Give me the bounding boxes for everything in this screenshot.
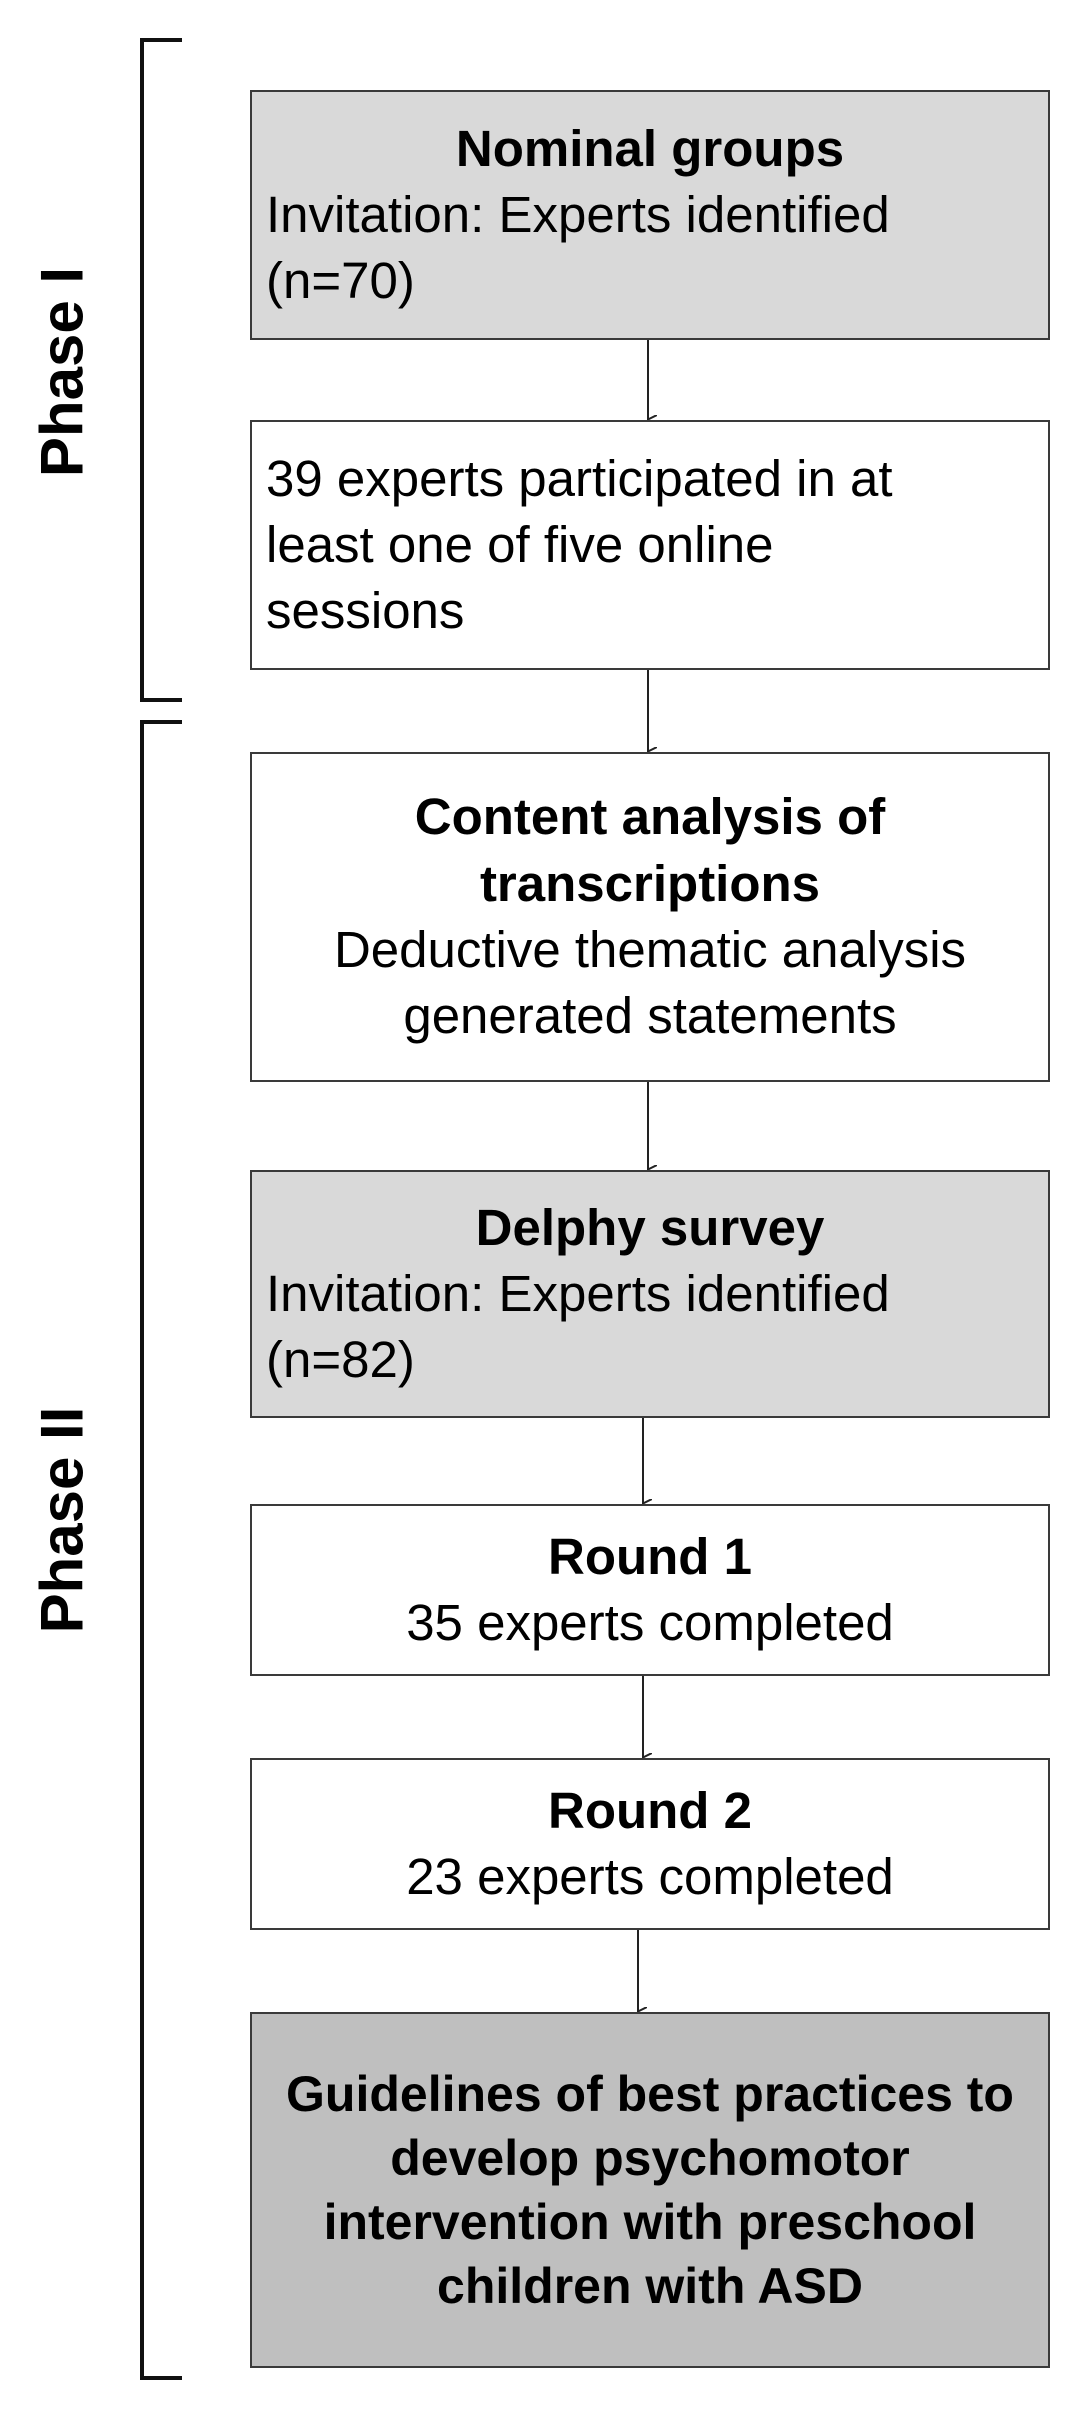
delphy-survey-box: Delphy survey Invitation: Experts identi…: [250, 1170, 1050, 1418]
box-line: (n=82): [266, 1331, 415, 1389]
box-line: least one of five online: [266, 515, 774, 573]
round-1-box: Round 1 35 experts completed: [250, 1504, 1050, 1676]
round-2-title: Round 2: [548, 1781, 752, 1839]
box-line: Invitation: Experts identified: [266, 185, 890, 243]
box-line: Invitation: Experts identified: [266, 1264, 890, 1322]
phase-1-label: Phase I: [28, 266, 96, 478]
guidelines-title: Guidelines of best practices to develop …: [286, 2066, 1014, 2314]
content-analysis-box: Content analysis of transcriptions Deduc…: [250, 752, 1050, 1082]
box-line: 35 experts completed: [406, 1594, 894, 1651]
box-line: sessions: [266, 582, 465, 640]
delphy-survey-title: Delphy survey: [475, 1198, 825, 1256]
box-line: 23 experts completed: [406, 1848, 894, 1905]
round-2-box: Round 2 23 experts completed: [250, 1758, 1050, 1930]
participation-box: 39 experts participated in at least one …: [250, 420, 1050, 670]
nominal-groups-title: Nominal groups: [455, 119, 845, 177]
box-line: generated statements: [403, 987, 897, 1045]
phase-2-bracket: [140, 720, 182, 2380]
guidelines-box: Guidelines of best practices to develop …: [250, 2012, 1050, 2368]
box-line: 39 experts participated in at: [266, 449, 893, 507]
box-line: (n=70): [266, 252, 415, 310]
box-line: Deductive thematic analysis: [333, 921, 967, 978]
content-analysis-title: Content analysis of transcriptions: [414, 788, 886, 912]
phase-2-label: Phase II: [28, 1406, 96, 1634]
round-1-title: Round 1: [548, 1527, 752, 1585]
nominal-groups-box: Nominal groups Invitation: Experts ident…: [250, 90, 1050, 340]
phase-1-bracket: [140, 38, 182, 702]
